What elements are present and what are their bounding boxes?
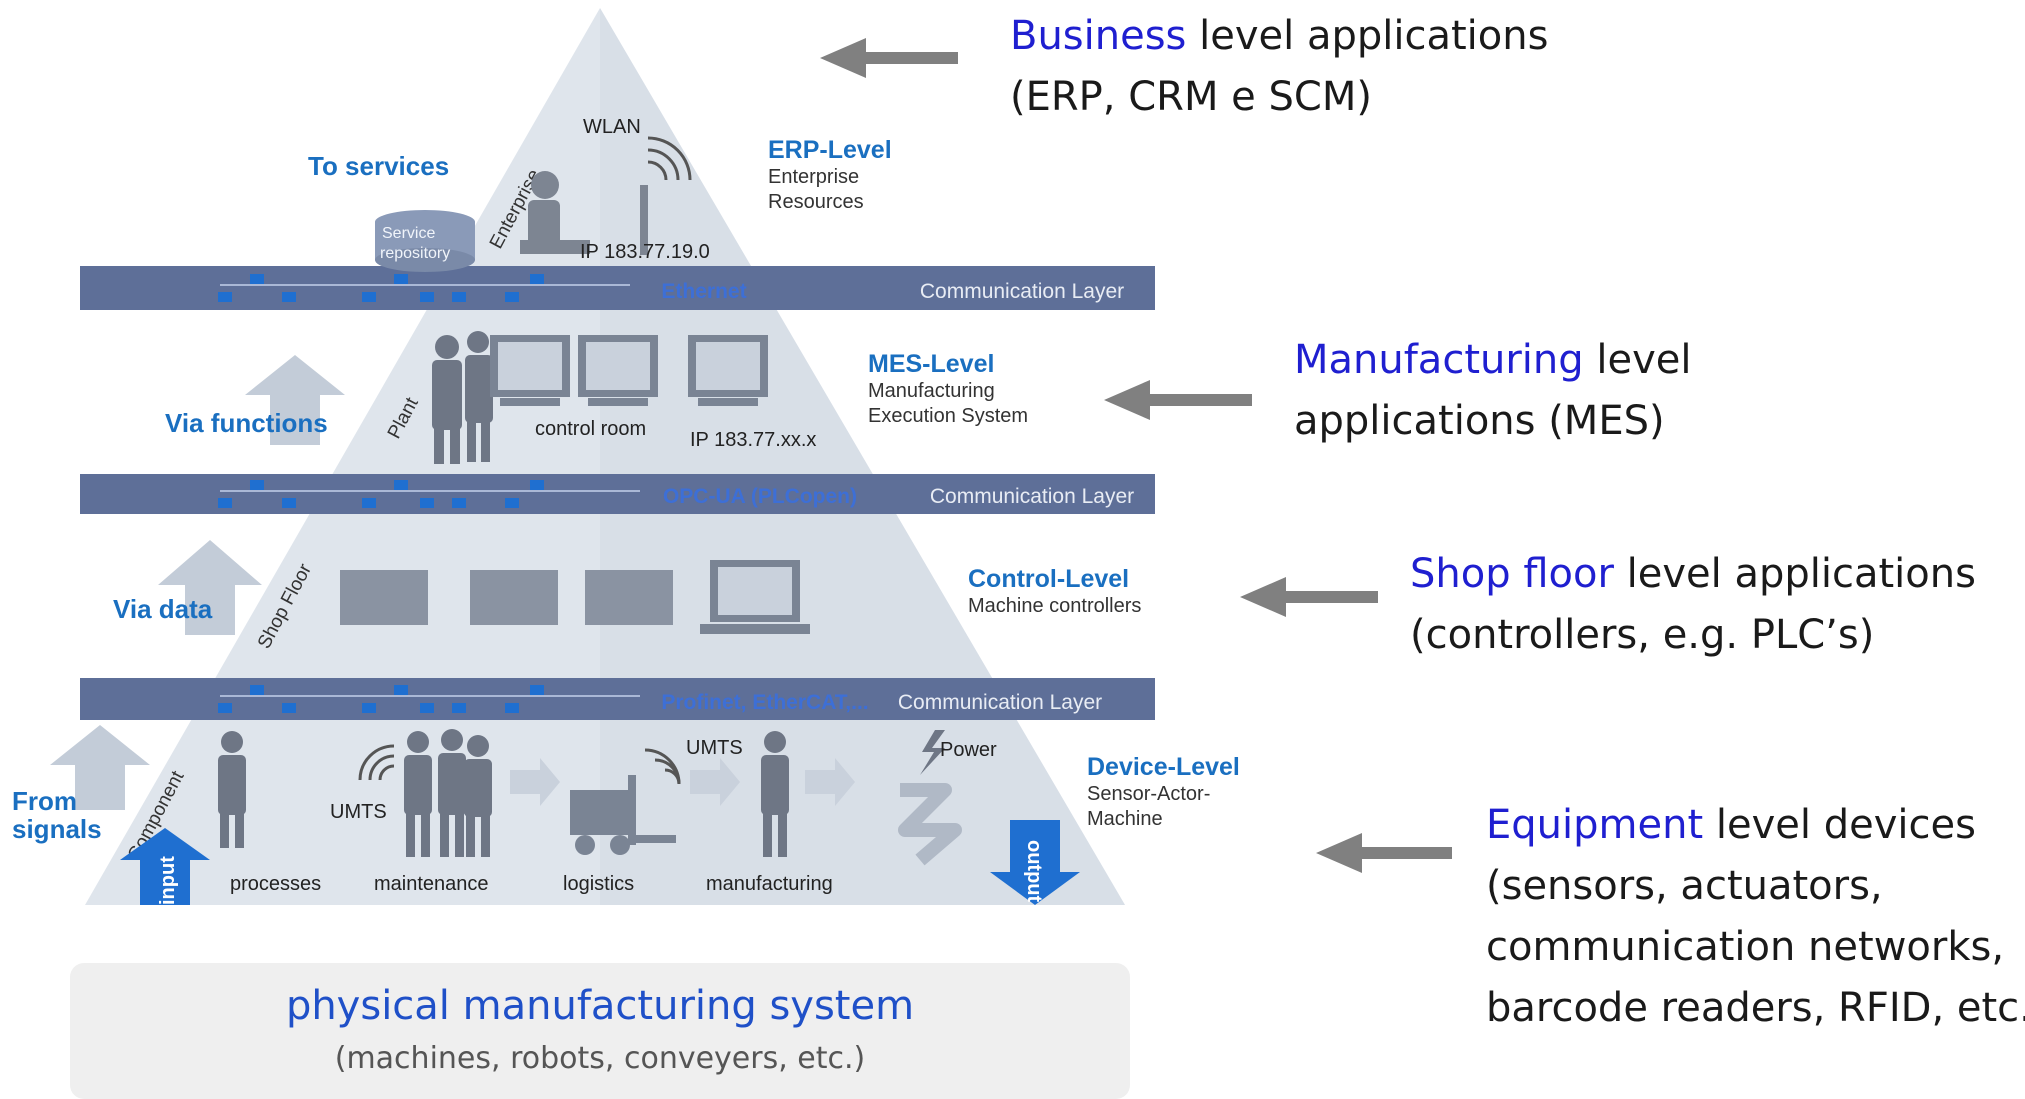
mes-level-line2: Execution System bbox=[868, 405, 1028, 427]
enterprise-user-icon bbox=[520, 171, 648, 255]
arrow-equipment bbox=[1316, 833, 1452, 873]
label-to-services: To services bbox=[308, 151, 449, 181]
callout-equipment-line4: barcode readers, RFID, etc.) bbox=[1486, 985, 2025, 1031]
label-repository: repository bbox=[380, 245, 450, 262]
label-logistics: logistics bbox=[563, 873, 634, 895]
input-arrow: input bbox=[120, 828, 210, 905]
callout-business: Business level applications (ERP, CRM e … bbox=[1010, 6, 1548, 128]
band-opcua-protocol: OPC-UA (PLCopen) bbox=[663, 485, 857, 508]
label-via-data: Via data bbox=[113, 594, 213, 624]
device-level-title: Device-Level bbox=[1087, 753, 1240, 781]
callout-equipment-rest: level devices bbox=[1703, 802, 1976, 848]
mes-level-title: MES-Level bbox=[868, 350, 994, 378]
label-via-functions: Via functions bbox=[165, 408, 328, 438]
callout-shopfloor: Shop floor level applications (controlle… bbox=[1410, 544, 1976, 666]
callout-equipment-line2: (sensors, actuators, bbox=[1486, 863, 1883, 909]
callout-business-rest: level applications bbox=[1186, 13, 1549, 59]
physical-system-box: physical manufacturing system (machines,… bbox=[70, 963, 1130, 1099]
umts-signal-icons bbox=[358, 744, 681, 785]
controller-icons bbox=[340, 570, 673, 625]
label-ip-mes: IP 183.77.xx.x bbox=[690, 429, 816, 451]
band-opcua-layer: Communication Layer bbox=[930, 485, 1134, 508]
callout-equipment: Equipment level devices (sensors, actuat… bbox=[1486, 795, 2025, 1039]
band-ethernet: Ethernet Communication Layer bbox=[80, 266, 1155, 310]
label-output: output bbox=[1023, 840, 1045, 903]
control-level-title: Control-Level bbox=[968, 565, 1129, 593]
label-ip-erp: IP 183.77.19.0 bbox=[580, 241, 710, 263]
label-manufacturing: manufacturing bbox=[706, 873, 833, 895]
band-opcua: OPC-UA (PLCopen) Communication Layer bbox=[80, 474, 1155, 514]
arrow-shopfloor bbox=[1240, 577, 1378, 617]
arrow-manufacturing bbox=[1104, 380, 1252, 420]
mes-level-line1: Manufacturing bbox=[868, 380, 995, 402]
band-profinet: Profinet, EtherCAT,... Communication Lay… bbox=[80, 678, 1155, 720]
label-umts-1: UMTS bbox=[330, 801, 387, 823]
label-maintenance: maintenance bbox=[374, 873, 489, 895]
callout-manufacturing-line2: applications (MES) bbox=[1294, 398, 1665, 444]
wifi-icon bbox=[647, 136, 692, 181]
erp-level-line1: Enterprise bbox=[768, 166, 859, 188]
workers-icon bbox=[432, 331, 493, 464]
callout-business-keyword: Business bbox=[1010, 13, 1187, 59]
controller-monitor-icon bbox=[700, 560, 810, 634]
band-ethernet-layer: Communication Layer bbox=[920, 280, 1124, 303]
label-service: Service bbox=[382, 225, 435, 242]
label-input: input bbox=[157, 856, 179, 905]
physical-system-title: physical manufacturing system bbox=[285, 983, 915, 1029]
via-functions-arrow bbox=[245, 355, 345, 445]
via-data-arrow bbox=[158, 540, 262, 635]
arrow-business bbox=[820, 38, 958, 78]
control-level-line1: Machine controllers bbox=[968, 595, 1141, 617]
device-level-line2: Machine bbox=[1087, 808, 1163, 830]
forklift-icon bbox=[570, 775, 676, 855]
band-profinet-layer: Communication Layer bbox=[898, 691, 1102, 714]
physical-system-subtitle: (machines, robots, conveyers, etc.) bbox=[334, 1041, 866, 1076]
label-processes: processes bbox=[230, 873, 321, 895]
device-level-line1: Sensor-Actor- bbox=[1087, 783, 1210, 805]
callout-equipment-line3: communication networks, bbox=[1486, 924, 2005, 970]
output-arrow: output bbox=[990, 820, 1080, 905]
label-power: Power bbox=[940, 739, 997, 761]
lightning-icon bbox=[920, 730, 945, 775]
label-signals: signals bbox=[12, 814, 102, 844]
label-umts-2: UMTS bbox=[686, 737, 743, 759]
band-ethernet-protocol: Ethernet bbox=[661, 280, 746, 303]
label-control-room: control room bbox=[535, 418, 646, 440]
erp-level-line2: Resources bbox=[768, 191, 864, 213]
service-repository-icon: Service repository bbox=[375, 210, 475, 272]
power-conveyor-icon bbox=[898, 783, 962, 866]
label-from: From bbox=[12, 786, 77, 816]
network-nodes bbox=[218, 274, 544, 713]
band-profinet-protocol: Profinet, EtherCAT,... bbox=[661, 691, 868, 714]
callout-shopfloor-line2: (controllers, e.g. PLC’s) bbox=[1410, 612, 1875, 658]
erp-level-title: ERP-Level bbox=[768, 136, 892, 164]
device-worker-icons bbox=[218, 729, 789, 857]
monitor-icons bbox=[490, 335, 768, 406]
from-signals-arrow bbox=[50, 725, 150, 810]
callout-manufacturing: Manufacturing level applications (MES) bbox=[1294, 330, 1692, 452]
process-flow-arrows bbox=[510, 758, 855, 806]
callout-manufacturing-keyword: Manufacturing bbox=[1294, 337, 1584, 383]
label-wlan: WLAN bbox=[583, 116, 641, 138]
callout-manufacturing-rest: level bbox=[1583, 337, 1692, 383]
callout-shopfloor-keyword: Shop floor bbox=[1410, 551, 1614, 597]
callout-business-line2: (ERP, CRM e SCM) bbox=[1010, 74, 1372, 120]
callout-shopfloor-rest: level applications bbox=[1613, 551, 1976, 597]
callout-equipment-keyword: Equipment bbox=[1486, 802, 1704, 848]
